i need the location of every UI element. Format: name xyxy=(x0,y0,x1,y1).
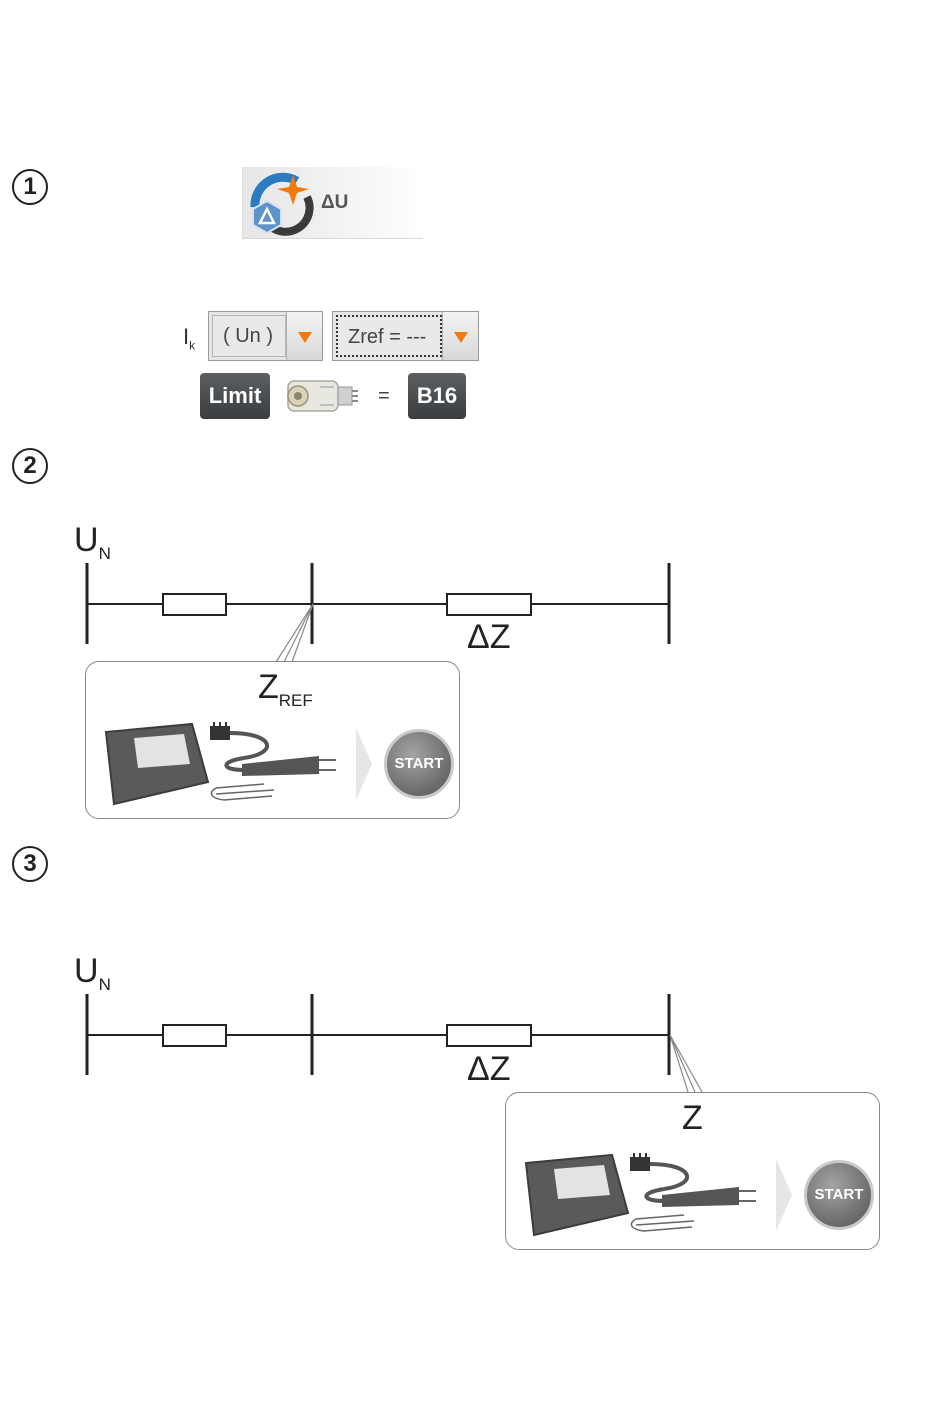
measurement-panel-step2: ZREF START xyxy=(85,661,460,819)
ik-dropdown[interactable]: ( Un ) xyxy=(208,311,323,361)
fuse-value-button[interactable]: B16 xyxy=(408,373,466,419)
chevron-right-icon xyxy=(354,728,374,800)
zref-dropdown-button[interactable] xyxy=(442,312,478,360)
measurement-panel-step3: Z START xyxy=(505,1092,880,1250)
equals-sign: = xyxy=(378,385,390,408)
limit-button[interactable]: Limit xyxy=(200,373,270,419)
ik-value: ( Un ) xyxy=(212,315,286,357)
delta-u-measurement-icon xyxy=(245,167,317,239)
meter-with-plug-leads-icon xyxy=(524,1149,764,1239)
delta-u-app-tile[interactable]: ΔU xyxy=(242,167,423,239)
delta-z-label: ΔZ xyxy=(467,618,510,657)
app-tile-label: ΔU xyxy=(321,192,348,214)
source-voltage-label: UN xyxy=(74,521,111,564)
step-number-2: 2 xyxy=(12,448,48,484)
meter-with-plug-leads-icon xyxy=(104,718,344,808)
chevron-down-icon xyxy=(454,332,468,343)
source-voltage-label-step3: UN xyxy=(74,952,111,995)
zref-dropdown[interactable]: Zref = --- xyxy=(332,311,479,361)
start-button-step2[interactable]: START xyxy=(384,729,454,799)
start-button-step3[interactable]: START xyxy=(804,1160,874,1230)
chevron-down-icon xyxy=(298,332,312,343)
zref-value: Zref = --- xyxy=(336,315,442,357)
delta-z-label-step3: ΔZ xyxy=(467,1050,510,1089)
ik-dropdown-button[interactable] xyxy=(286,312,322,360)
zref-measure-label: ZREF xyxy=(258,668,313,711)
fuse-icon[interactable] xyxy=(284,373,364,419)
ik-label: Ik xyxy=(183,324,195,352)
chevron-right-icon xyxy=(774,1159,794,1231)
z-measure-label: Z xyxy=(682,1099,703,1138)
step-number-1: 1 xyxy=(12,169,48,205)
step-number-3: 3 xyxy=(12,846,48,882)
